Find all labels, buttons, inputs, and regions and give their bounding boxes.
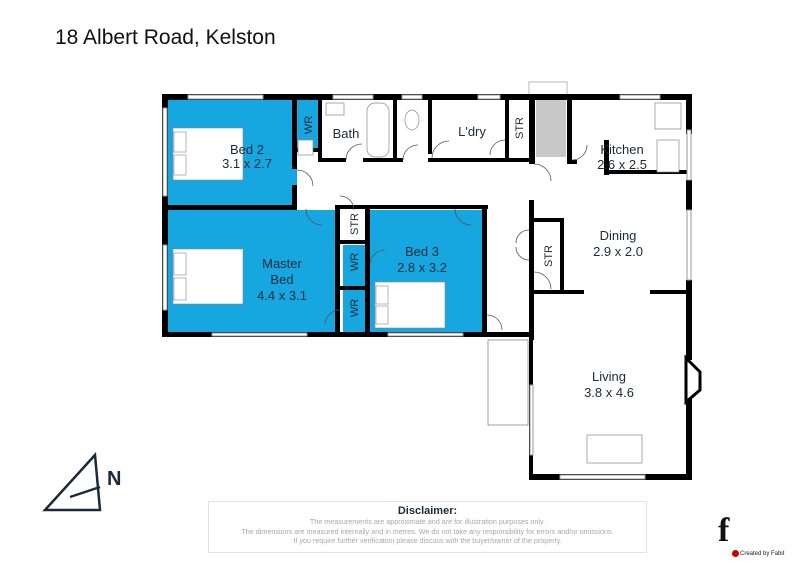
disclaimer-title: Disclaimer: <box>397 505 458 517</box>
dining-name: Dining <box>600 228 637 243</box>
bed2-size: 3.1 x 2.7 <box>222 156 272 171</box>
str-label: STR <box>543 245 555 267</box>
room-labels: Bed 2 3.1 x 2.7 Master Bed 4.4 x 3.1 Bed… <box>222 116 647 400</box>
logo-text: Created by Fabit <box>740 551 785 557</box>
compass-label: N <box>107 468 121 490</box>
disclaimer-line: The measurements are approximate and are… <box>309 517 546 526</box>
windows <box>162 94 692 480</box>
bed2-name: Bed 2 <box>230 142 264 157</box>
beds <box>172 127 446 329</box>
master-name: Master <box>262 256 302 271</box>
chimney-top <box>528 81 568 96</box>
str-label: STR <box>349 213 361 235</box>
wr-label: WR <box>303 116 315 134</box>
laundry-label: L'dry <box>458 124 486 139</box>
living-name: Living <box>592 369 626 384</box>
wr-label: WR <box>349 299 361 317</box>
bed3-size: 2.8 x 3.2 <box>397 260 447 275</box>
wr-label: WR <box>349 253 361 271</box>
compass: N <box>42 452 121 512</box>
chimney <box>536 95 566 157</box>
disclaimer-line: If you require further verification plea… <box>293 536 562 545</box>
logo-letter: f <box>718 512 730 549</box>
disclaimer-line: The dimensions are measured internally a… <box>241 526 614 536</box>
fixtures <box>297 102 702 464</box>
north-arrow-icon <box>42 452 102 512</box>
dining-size: 2.9 x 2.0 <box>593 244 643 259</box>
page-title: 18 Albert Road, Kelston <box>55 26 276 49</box>
kitchen-size: 2.6 x 2.5 <box>597 157 647 172</box>
living-size: 3.8 x 4.6 <box>584 385 634 400</box>
master-name-2: Bed <box>270 272 293 287</box>
bed3-name: Bed 3 <box>405 244 439 259</box>
str-label: STR <box>514 117 526 139</box>
master-size: 4.4 x 3.1 <box>257 288 307 303</box>
kitchen-name: Kitchen <box>600 142 643 157</box>
doors <box>296 139 588 331</box>
logo-dot-icon <box>732 550 739 557</box>
disclaimer-box: Disclaimer: The measurements are approxi… <box>208 501 647 553</box>
bath-label: Bath <box>333 126 360 141</box>
bedroom-fills <box>167 100 482 332</box>
